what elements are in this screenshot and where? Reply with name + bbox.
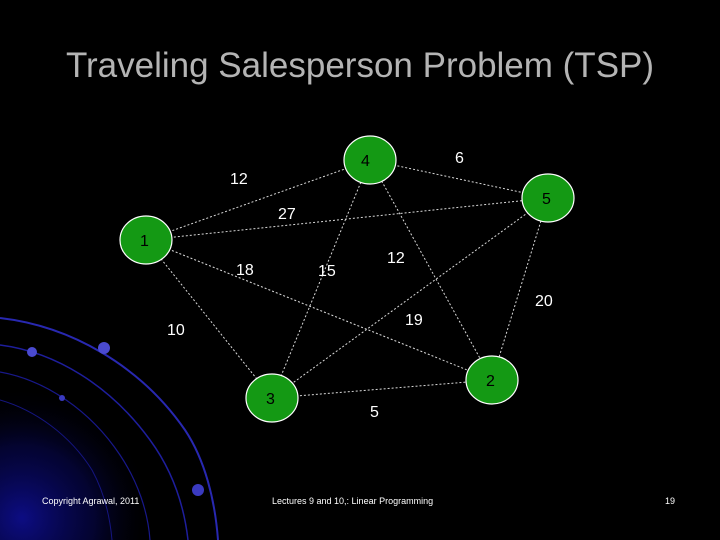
node-3-label: 3 [266, 391, 275, 408]
node-3[interactable]: 3 [245, 373, 299, 423]
node-4[interactable]: 4 [343, 135, 397, 185]
edge-5-3 [271, 197, 549, 399]
footer-page-number: 19 [665, 496, 676, 506]
edge-4-2 [369, 159, 493, 381]
node-4-label: 4 [361, 153, 370, 170]
node-2[interactable]: 2 [465, 355, 519, 405]
edge-1-3 [145, 239, 273, 399]
weight-label-1-2: 18 [236, 262, 254, 279]
node-1-label: 1 [140, 233, 149, 250]
weight-label-5-2: 20 [535, 293, 553, 310]
weight-label-4-3: 15 [318, 263, 336, 280]
edge-5-2 [491, 197, 549, 381]
edge-1-5 [145, 197, 549, 241]
weight-label-1-3: 10 [167, 322, 185, 339]
weight-label-1-4: 12 [230, 171, 248, 188]
edge-4-3 [271, 159, 371, 399]
edge-1-2 [145, 239, 493, 381]
node-1[interactable]: 1 [119, 215, 173, 265]
node-5[interactable]: 5 [521, 173, 575, 223]
slide-title: Traveling Salesperson Problem (TSP) [65, 46, 655, 85]
edge-3-2 [271, 379, 493, 399]
footer-lecture-title: Lectures 9 and 10,: Linear Programming [272, 496, 434, 506]
weight-label-4-2: 12 [387, 250, 405, 267]
weight-label-1-5: 27 [278, 206, 296, 223]
weight-label-5-3: 19 [405, 312, 423, 329]
footer-copyright: Copyright Agrawal, 2011 [42, 496, 140, 506]
weight-label-4-5: 6 [455, 150, 464, 167]
node-5-label: 5 [542, 191, 551, 208]
weight-label-3-2: 5 [370, 404, 379, 421]
node-2-label: 2 [486, 373, 495, 390]
